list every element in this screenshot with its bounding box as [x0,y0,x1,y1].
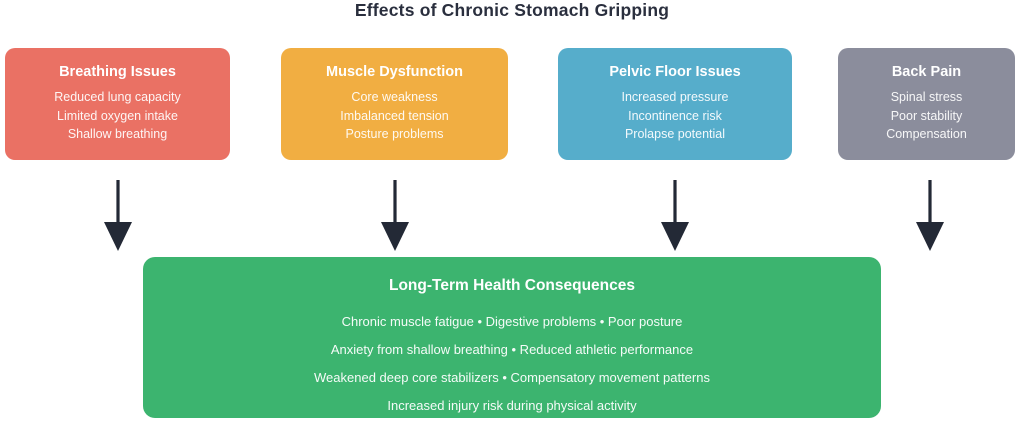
consequences-lines: Chronic muscle fatigue • Digestive probl… [143,308,881,420]
card-pelvic-floor-issues: Pelvic Floor Issues Increased pressure I… [558,48,792,160]
consequences-box: Long-Term Health Consequences Chronic mu… [143,257,881,418]
card-title: Muscle Dysfunction [326,64,463,81]
down-arrow-icon [103,180,133,251]
down-arrow-icon [380,180,410,251]
card-item: Spinal stress [890,90,963,105]
consequences-line: Chronic muscle fatigue • Digestive probl… [341,314,683,329]
consequences-line: Weakened deep core stabilizers • Compens… [314,370,710,385]
card-breathing-issues: Breathing Issues Reduced lung capacity L… [5,48,230,160]
consequences-line: Increased injury risk during physical ac… [387,398,637,413]
card-item: Incontinence risk [628,108,722,123]
card-item: Increased pressure [621,90,729,105]
card-item: Imbalanced tension [340,108,449,123]
card-item: Shallow breathing [67,127,168,142]
down-arrow-icon [660,180,690,251]
card-back-pain: Back Pain Spinal stress Poor stability C… [838,48,1015,160]
consequences-title: Long-Term Health Consequences [388,277,636,294]
consequences-line: Anxiety from shallow breathing • Reduced… [330,342,694,357]
card-title: Back Pain [891,64,962,81]
card-item: Core weakness [351,90,438,105]
card-item: Posture problems [345,127,444,142]
card-item: Poor stability [890,108,963,123]
card-item: Compensation [886,127,967,142]
card-muscle-dysfunction: Muscle Dysfunction Core weakness Imbalan… [281,48,508,160]
card-title: Breathing Issues [59,64,176,81]
card-title: Pelvic Floor Issues [609,64,741,81]
down-arrow-icon [915,180,945,251]
card-item: Limited oxygen intake [57,108,178,123]
card-item: Prolapse potential [624,127,726,142]
diagram-title: Effects of Chronic Stomach Gripping [354,0,670,20]
card-item: Reduced lung capacity [54,90,181,105]
